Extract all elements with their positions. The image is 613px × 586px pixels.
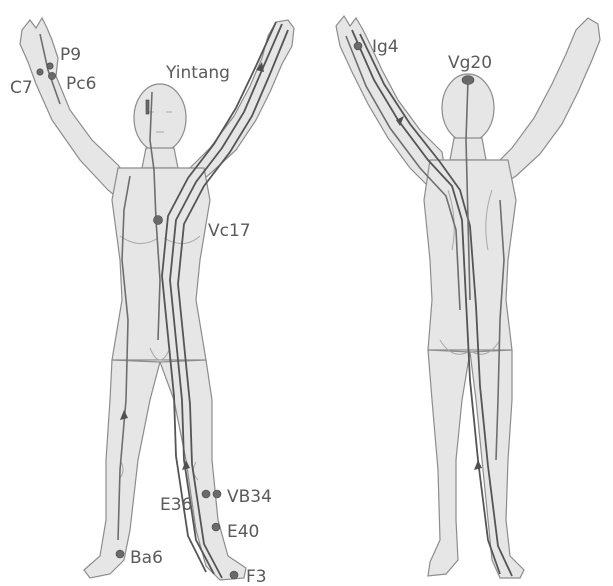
label-p9: P9 xyxy=(60,45,81,65)
point-yintang-marker xyxy=(146,100,149,114)
point-vb34-marker xyxy=(213,490,221,498)
point-c7-marker xyxy=(37,69,43,75)
point-p9-marker xyxy=(47,63,53,69)
point-f3-marker xyxy=(230,571,238,579)
point-vc17-marker xyxy=(154,216,163,225)
label-e36: E36 xyxy=(160,495,192,515)
label-yintang: Yintang xyxy=(165,63,230,83)
label-vb34: VB34 xyxy=(227,487,272,507)
label-ig4: Ig4 xyxy=(372,37,399,57)
label-ba6: Ba6 xyxy=(130,548,163,568)
label-e40: E40 xyxy=(227,522,259,542)
point-pc6-marker xyxy=(48,72,55,79)
back-body-figure xyxy=(336,16,600,578)
point-vg20-marker xyxy=(462,76,474,85)
point-e40-marker xyxy=(212,523,220,531)
point-e36-marker xyxy=(202,490,210,498)
label-f3: F3 xyxy=(246,567,267,586)
point-ig4-marker xyxy=(354,42,362,50)
label-c7: C7 xyxy=(10,78,33,98)
label-vg20: Vg20 xyxy=(448,53,492,73)
label-pc6: Pc6 xyxy=(66,74,96,94)
label-vc17: Vc17 xyxy=(208,221,251,241)
point-ba6-marker xyxy=(116,550,124,558)
